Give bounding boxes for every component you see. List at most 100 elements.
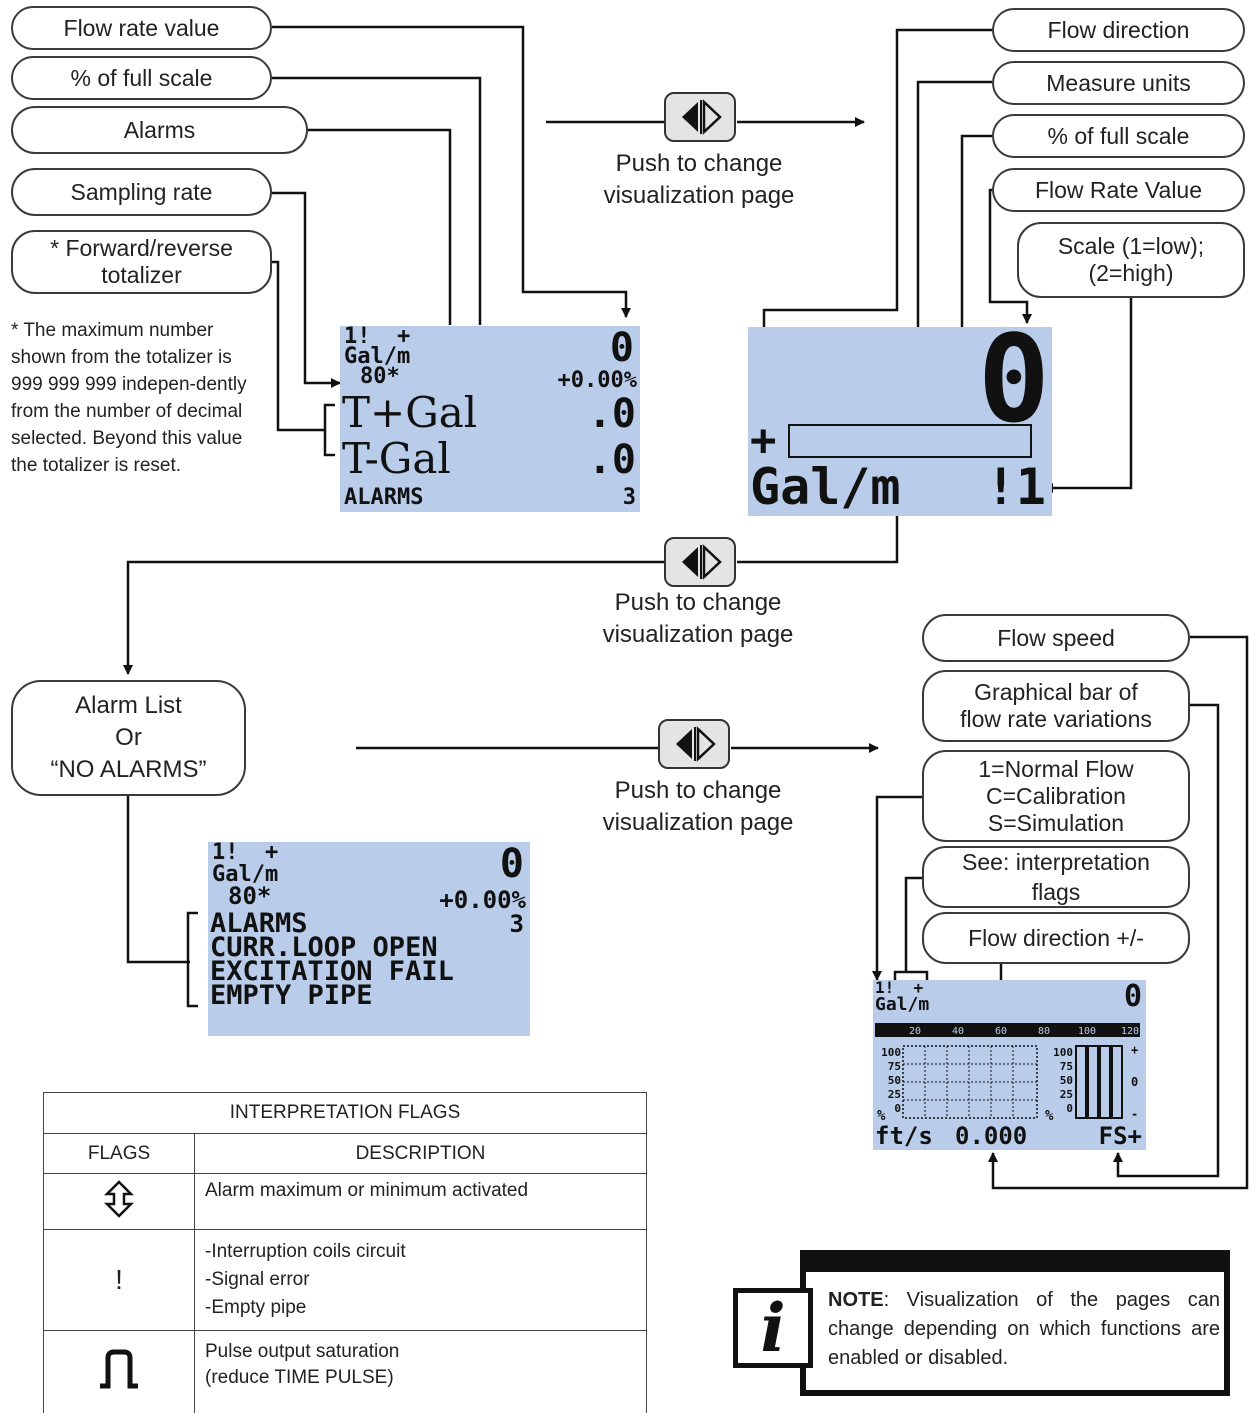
description-line: Pulse output saturation	[205, 1341, 400, 1362]
lcd-direction-plus: +	[750, 415, 777, 466]
lcd-status-line: 1! +	[212, 842, 279, 865]
lcd-alarms-label: ALARMS	[344, 485, 424, 510]
lcd-y-tick: 0	[1066, 1102, 1073, 1115]
column-header-flags: FLAGS	[43, 1133, 195, 1174]
left-right-arrows-icon	[682, 99, 722, 135]
lcd-y-tick: 0	[894, 1102, 901, 1115]
lcd-units: Gal/m	[212, 862, 279, 887]
callout-alarm-list: Alarm List Or “NO ALARMS”	[11, 680, 246, 796]
lcd-screen-alarms: 1! + 0 Gal/m 80* +0.00% ALARMS 3 CURR.LO…	[208, 842, 530, 1036]
lcd-bar-mark: -	[1131, 1107, 1138, 1121]
table-row: Alarm maximum or minimum activated	[43, 1173, 647, 1230]
callout-flow-direction-pm: Flow direction +/-	[922, 912, 1190, 964]
page-change-button	[658, 719, 730, 769]
callout-flow-rate-value-right: Flow Rate Value	[992, 168, 1245, 212]
lcd-screen-main: 1! + 0 Gal/m 80* +0.00% T+Gal .0 T-Gal .…	[340, 326, 640, 512]
lcd-bar	[1087, 1045, 1099, 1119]
lcd-scale-tick: 40	[952, 1026, 964, 1037]
page-change-button	[664, 92, 736, 142]
lcd-y-tick: 75	[1060, 1060, 1073, 1073]
lcd-flow-digit: 0	[609, 326, 634, 371]
lcd-totalizer-forward: T+Gal	[342, 388, 478, 437]
note-text: NOTE: Visualization of the pages can cha…	[828, 1286, 1220, 1373]
callout-graphical-bar: Graphical bar of flow rate variations	[922, 670, 1190, 742]
lcd-bar	[1099, 1045, 1111, 1119]
callout-pct-full-scale-right: % of full scale	[992, 114, 1245, 158]
callout-flow-speed: Flow speed	[922, 614, 1190, 662]
callout-see-flags: See: interpretation flags	[922, 846, 1190, 908]
lcd-bar	[1075, 1045, 1087, 1119]
lcd-fs-label: FS+	[1098, 1122, 1142, 1150]
description-cell: Pulse output saturation (reduce TIME PUL…	[194, 1330, 647, 1413]
description-cell: Alarm maximum or minimum activated	[194, 1173, 647, 1230]
lcd-bar	[1111, 1045, 1123, 1119]
lcd-sampling-rate: 80*	[228, 882, 272, 910]
lcd-y-tick: 100	[1053, 1046, 1073, 1059]
push-text-2: Push to change visualization page	[602, 589, 794, 648]
column-header-description: DESCRIPTION	[194, 1133, 647, 1174]
note-body: : Visualization of the pages can change …	[828, 1289, 1220, 1369]
lcd-scale-tick: 100	[1078, 1026, 1096, 1037]
callout-totalizer: * Forward/reverse totalizer	[11, 230, 272, 294]
interpretation-flags-table: INTERPRETATION FLAGS FLAGS DESCRIPTION A…	[43, 1092, 647, 1413]
description-line: -Empty pipe	[205, 1297, 307, 1318]
lcd-percent-sign: %	[1045, 1108, 1054, 1124]
push-text-1: Push to change visualization page	[603, 150, 795, 209]
lcd-speed-value: 0.000	[955, 1122, 1028, 1150]
left-right-arrows-icon	[682, 544, 722, 580]
lcd-percent-sign: %	[877, 1108, 886, 1124]
callout-flow-rate-value: Flow rate value	[11, 6, 272, 50]
lcd-alarm-item: EMPTY PIPE	[210, 980, 373, 1011]
note-label: NOTE	[828, 1289, 884, 1311]
table-row: ! -Interruption coils circuit -Signal er…	[43, 1229, 647, 1331]
info-icon: i	[733, 1288, 813, 1368]
left-right-arrows-icon	[676, 726, 716, 762]
note-box: NOTE: Visualization of the pages can cha…	[800, 1250, 1230, 1396]
lcd-status-line: 1! +	[344, 326, 411, 349]
flag-cell	[43, 1330, 195, 1413]
callout-measure-units: Measure units	[992, 61, 1245, 105]
callout-flow-direction: Flow direction	[992, 8, 1245, 52]
callout-sampling-rate: Sampling rate	[11, 168, 272, 216]
lcd-alarms-count: 3	[622, 485, 636, 510]
lcd-totalizer-reverse: T-Gal	[342, 434, 451, 483]
lcd-y-tick: 75	[888, 1060, 901, 1073]
lcd-scale-bar	[788, 424, 1032, 458]
lcd-sampling-rate: 80*	[360, 364, 400, 389]
callout-alarms: Alarms	[11, 106, 308, 154]
lcd-totalizer-forward-value: .0	[587, 391, 636, 437]
lcd-units: Gal/m	[875, 994, 930, 1015]
lcd-percent: +0.00%	[557, 368, 637, 393]
lcd-y-tick: 50	[888, 1074, 901, 1087]
lcd-scale-tick: 120	[1121, 1026, 1139, 1037]
description-line: -Signal error	[205, 1269, 310, 1290]
description-line: Alarm maximum or minimum activated	[205, 1180, 529, 1201]
lcd-y-tick: 100	[881, 1046, 901, 1059]
lcd-big-digit: 0	[977, 327, 1050, 450]
lcd-totalizer-reverse-value: .0	[587, 437, 636, 483]
totalizer-footnote: * The maximum number shown from the tota…	[11, 320, 247, 476]
description-line: -Interruption coils circuit	[205, 1241, 406, 1262]
lcd-alarms-label: ALARMS	[210, 908, 308, 939]
lcd-flow-digit: 0	[1123, 980, 1142, 1014]
lcd-flag-scale: !1	[985, 458, 1046, 516]
callout-pct-full-scale: % of full scale	[11, 56, 272, 100]
description-cell: -Interruption coils circuit -Signal erro…	[194, 1229, 647, 1331]
lcd-alarm-item: EXCITATION FAIL	[210, 956, 454, 987]
pulse-icon	[100, 1349, 138, 1389]
lcd-screen-big: 0 + Gal/m !1	[748, 327, 1052, 516]
lcd-alarm-item: CURR.LOOP OPEN	[210, 932, 438, 963]
info-glyph: i	[760, 1289, 786, 1367]
up-down-arrow-icon	[103, 1179, 135, 1218]
lcd-flow-digit: 0	[499, 842, 524, 887]
lcd-y-tick: 25	[1060, 1088, 1073, 1101]
lcd-scale-tick: 60	[995, 1026, 1007, 1037]
flag-cell	[43, 1173, 195, 1230]
page-change-button	[664, 537, 736, 587]
push-text-3: Push to change visualization page	[602, 777, 794, 836]
flag-exclamation: !	[43, 1229, 195, 1331]
lcd-units: Gal/m	[344, 344, 411, 369]
